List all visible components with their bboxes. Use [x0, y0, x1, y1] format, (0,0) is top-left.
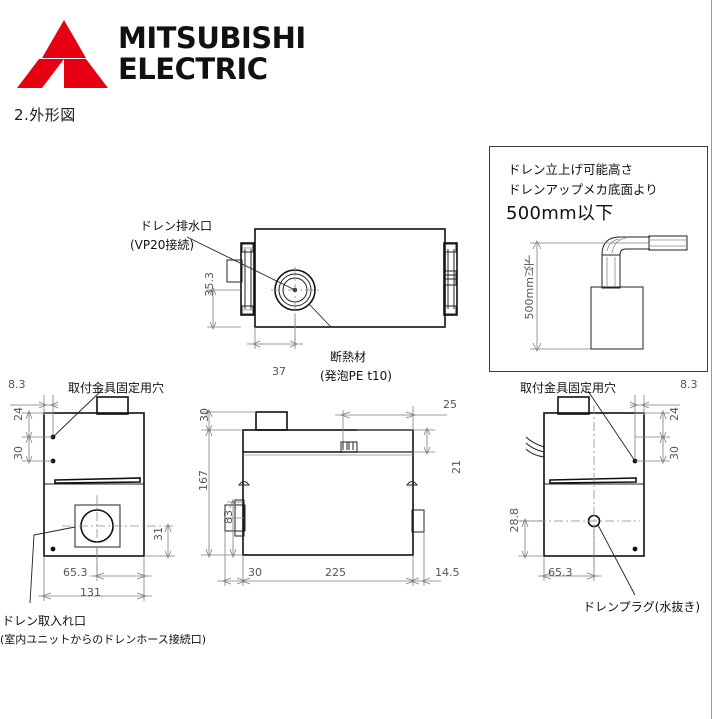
- top-view-insulation-label-2: (発泡PE t10): [320, 369, 392, 383]
- right-view-dimension-24: 24: [668, 407, 681, 421]
- inset-dimension-500mm: 500mm以下: [523, 255, 536, 320]
- front-view-dimension-30-bottom: 30: [248, 566, 262, 579]
- left-view-mounting-hole-label: 取付金具固定用穴: [68, 381, 165, 395]
- front-view-dimension-25: 25: [443, 398, 457, 411]
- front-view-dimension-14-5: 14.5: [435, 566, 460, 579]
- brand-wordmark: MITSUBISHI ELECTRIC: [118, 21, 306, 87]
- left-view-drawing: [10, 388, 175, 604]
- left-view-dimension-8-3: 8.3: [8, 378, 26, 391]
- right-view-dimension-8-3: 8.3: [680, 378, 698, 391]
- right-view-dimension-65-3: 65.3: [548, 566, 573, 579]
- front-view-dimension-21: 21: [450, 460, 463, 474]
- top-view-drain-outlet-label-1: ドレン排水口: [140, 219, 213, 233]
- inset-note-line-2: ドレンアップメカ底面より: [508, 182, 658, 197]
- left-view-dimension-31: 31: [152, 527, 165, 541]
- right-view-drain-plug-label: ドレンプラグ(水抜き): [583, 600, 701, 614]
- mitsubishi-electric-logo: MITSUBISHI ELECTRIC: [17, 18, 318, 96]
- left-view-dimension-65-3: 65.3: [63, 566, 88, 579]
- left-view-dimension-24: 24: [12, 407, 25, 421]
- front-view-dimension-167-label: 167: [197, 470, 210, 491]
- brand-line-2: ELECTRIC: [118, 52, 268, 87]
- front-view-dimension-30-top: 30: [198, 408, 211, 422]
- brand-line-1: MITSUBISHI: [118, 21, 306, 55]
- left-view-drain-inlet-label-2: (室内ユニットからのドレンホース接続口): [0, 633, 207, 646]
- front-view-drawing: [201, 406, 447, 586]
- top-view-drain-outlet-label-2: (VP20接続): [130, 238, 195, 252]
- inset-note-line-3: 500mm以下: [506, 203, 614, 224]
- top-view-insulation-label-1: 断熱材: [330, 350, 367, 364]
- front-view-dimension-225: 225: [325, 566, 346, 579]
- left-view-dimension-30: 30: [12, 446, 25, 460]
- front-view-dimension-83: 83: [222, 510, 235, 524]
- page-right-rule: [711, 0, 712, 719]
- top-view-dimension-35-3: 35.3: [203, 272, 216, 297]
- inset-note-line-1: ドレン立上げ可能高さ: [508, 162, 634, 177]
- top-view-dimension-37: 37: [272, 365, 286, 378]
- right-view-dimension-28-8: 28.8: [508, 508, 521, 533]
- left-view-dimension-131: 131: [80, 586, 101, 599]
- left-view-drain-inlet-label-1: ドレン取入れ口: [2, 614, 87, 628]
- three-diamonds-logo-icon: [17, 20, 108, 88]
- right-view-drawing: [518, 390, 680, 596]
- right-view-mounting-hole-label: 取付金具固定用穴: [520, 381, 617, 395]
- top-view-drawing: [186, 228, 458, 349]
- inset-diagram: [530, 235, 688, 352]
- right-view-dimension-30: 30: [668, 446, 681, 460]
- page-title: 2.外形図: [14, 106, 76, 124]
- drain-lift-note-box: ドレン立上げ可能高さ ドレンアップメカ底面より 500mm以下: [489, 146, 708, 372]
